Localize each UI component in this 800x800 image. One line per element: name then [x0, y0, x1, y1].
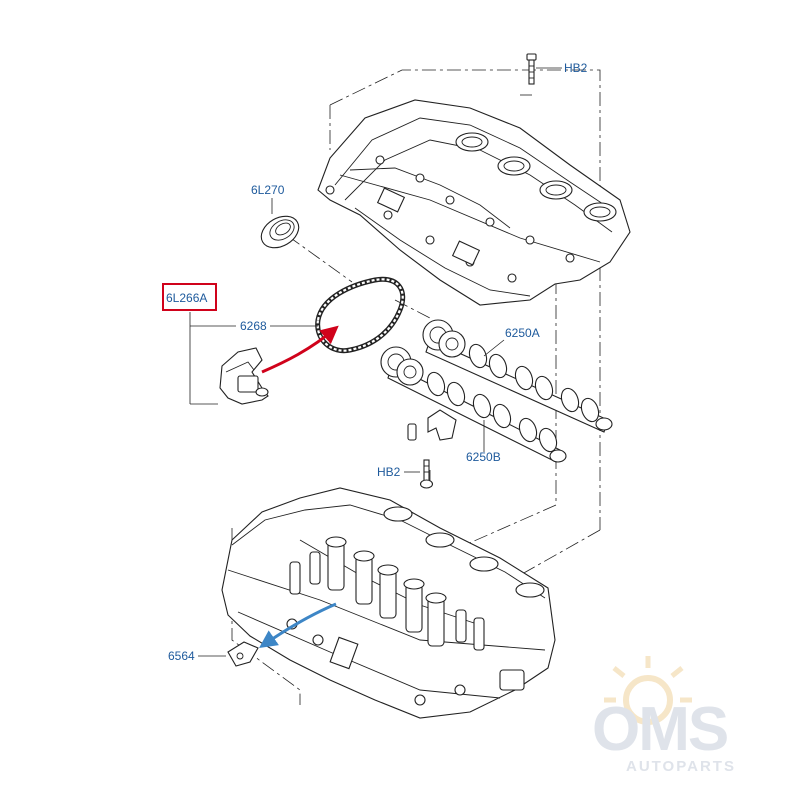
watermark-brand: OMS	[592, 695, 727, 764]
timing-chain-6268	[315, 276, 406, 354]
label-6268: 6268	[240, 319, 267, 333]
camshaft-6250b	[380, 346, 567, 463]
watermark-tagline: AUTOPARTS	[626, 758, 736, 775]
leader-lines	[189, 67, 562, 657]
blue-arrow-icon	[259, 602, 337, 649]
cover-bosses	[325, 155, 575, 283]
camshaft-6250a	[422, 319, 613, 433]
label-6l266a: 6L266A	[166, 291, 207, 305]
label-hb2-mid: HB2	[377, 465, 401, 479]
label-6l270: 6L270	[251, 183, 285, 197]
head-ports	[383, 506, 545, 598]
tensioner-6l266a	[219, 347, 269, 405]
red-arrow-icon	[261, 325, 339, 374]
highlight-box-6l266a	[162, 283, 217, 311]
cylinder-head	[221, 487, 556, 719]
bolt-hb2-mid	[419, 459, 434, 489]
watermark-sun-icon	[604, 656, 692, 725]
seal-6l270	[260, 215, 300, 249]
label-6564: 6564	[168, 649, 195, 663]
follower-6564	[227, 641, 259, 667]
cam-cover	[317, 99, 631, 306]
label-6250b: 6250B	[466, 450, 501, 464]
watermark: OMS AUTOPARTS	[592, 656, 736, 775]
label-6250a: 6250A	[505, 326, 540, 340]
cover-ports	[455, 132, 617, 222]
head-valve-towers	[289, 536, 485, 651]
bearing-cap	[407, 409, 457, 441]
bolt-hb2-top	[526, 53, 537, 85]
label-hb2-top: HB2	[564, 61, 588, 75]
